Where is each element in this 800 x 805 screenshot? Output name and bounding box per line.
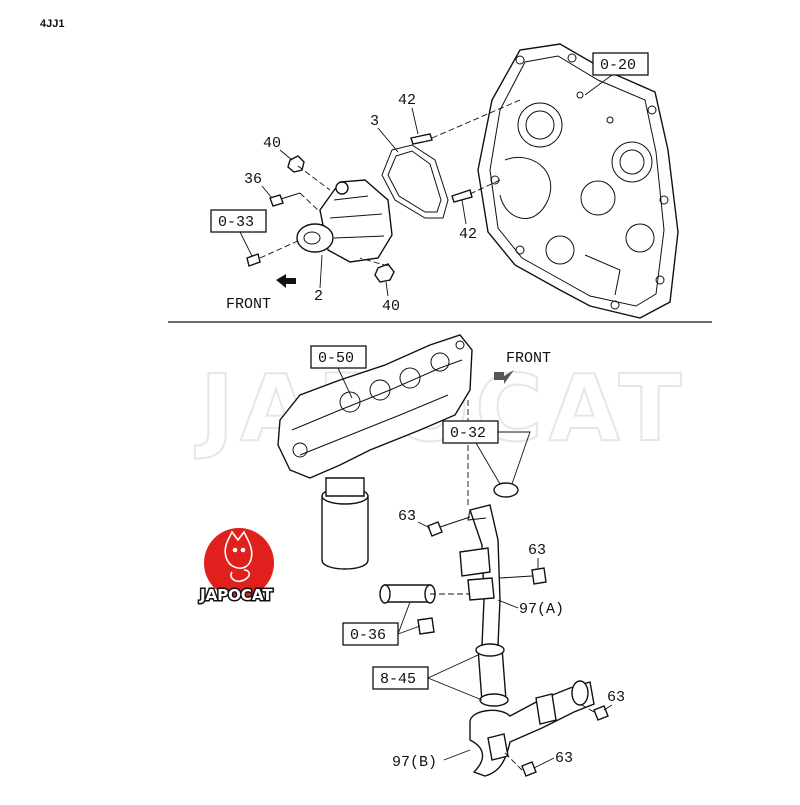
callout-8-45[interactable]: 8-45: [380, 671, 416, 688]
diagram-code: 4JJ1: [40, 18, 64, 30]
callout-0-50[interactable]: 0-50: [318, 350, 354, 367]
brand-logo: JAPOCAT: [198, 528, 275, 606]
callout-42-bottom[interactable]: 42: [459, 226, 477, 243]
water-pump: [296, 179, 393, 263]
bolt-63-b: [499, 567, 547, 585]
water-pipe-97b: [469, 680, 595, 777]
callout-36[interactable]: 36: [244, 171, 262, 188]
callout-63-b[interactable]: 63: [528, 542, 546, 559]
bolt-36: [269, 192, 301, 207]
callout-40-bottom[interactable]: 40: [382, 298, 400, 315]
callout-0-33[interactable]: 0-33: [218, 214, 254, 231]
hose-8-45-upper: [475, 643, 509, 707]
front-label-upper: FRONT: [226, 296, 271, 313]
callout-97b[interactable]: 97(B): [392, 754, 437, 771]
callout-box-0-20: [592, 52, 649, 76]
o-ring-0-32: [493, 482, 519, 498]
callout-63-c[interactable]: 63: [607, 689, 625, 706]
front-label-lower: FRONT: [506, 350, 551, 367]
callout-2[interactable]: 2: [314, 288, 323, 305]
cat-mascot-icon: [224, 530, 253, 583]
callout-box-0-50: [310, 345, 367, 369]
gasket-stud-42-bottom: [451, 189, 473, 203]
bolt-63-d: [521, 761, 537, 777]
water-pipe-97a: [459, 504, 501, 646]
bolt-63-c: [593, 705, 609, 721]
callout-63-a[interactable]: 63: [398, 508, 416, 525]
logo-circle: [204, 528, 274, 598]
callout-42-top[interactable]: 42: [398, 92, 416, 109]
callout-0-36[interactable]: 0-36: [350, 627, 386, 644]
callout-40-top[interactable]: 40: [263, 135, 281, 152]
water-pump-gasket: [381, 144, 449, 219]
oil-cooler-housing: [277, 334, 473, 479]
timing-case-housing: [477, 43, 679, 319]
callout-3[interactable]: 3: [370, 113, 379, 130]
callout-box-0-33: [210, 209, 267, 233]
bolt-63-a: [427, 516, 471, 537]
front-arrow-icon-lower: [494, 370, 514, 384]
stud-0-33: [246, 253, 261, 267]
oil-filter: [321, 477, 369, 570]
logo-text: JAPOCAT: [199, 586, 273, 604]
callout-0-20[interactable]: 0-20: [600, 57, 636, 74]
front-arrow-icon: [276, 274, 296, 288]
union-fitting-0-36: [379, 584, 436, 635]
callout-63-d[interactable]: 63: [555, 750, 573, 767]
nut-40-bottom: [374, 263, 395, 283]
gasket-stud-42-top: [410, 133, 433, 145]
callout-97a[interactable]: 97(A): [519, 601, 564, 618]
callout-0-32[interactable]: 0-32: [450, 425, 486, 442]
